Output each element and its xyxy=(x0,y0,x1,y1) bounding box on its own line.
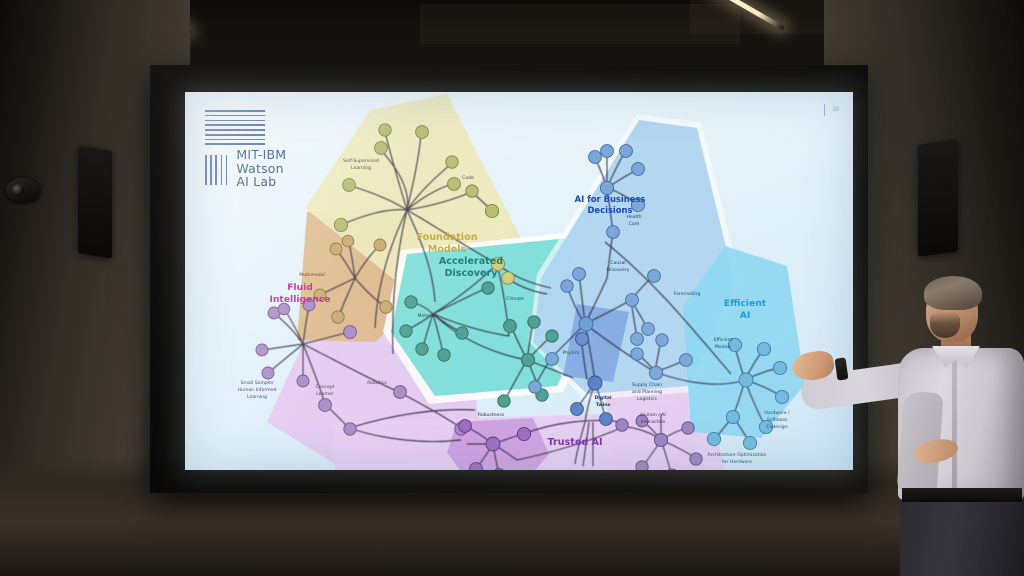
node-label-supply-chain-2: and Planning xyxy=(632,389,662,395)
nodes-ai-business-decisions xyxy=(528,144,693,394)
node-label-self-supervised-1: Self-Supervised xyxy=(343,158,379,164)
presenter-beard xyxy=(930,312,960,338)
node-label-concept-learner-1: Concept xyxy=(316,384,335,390)
nodes-foundation-models xyxy=(333,123,515,285)
region-label-efficient-line2: AI xyxy=(740,310,751,321)
region-label-trusted-ai: Trusted AI xyxy=(547,437,602,448)
node-label-arch-opt-2: for Hardware xyxy=(722,459,752,465)
region-label-business-line2: Decisions xyxy=(587,205,632,215)
node-label-concept-learner-2: Learner xyxy=(316,391,334,397)
slide-number-value: 10 xyxy=(832,107,839,113)
node-label-human-ai-2: Interaction xyxy=(641,419,666,425)
slide-number-divider xyxy=(824,104,826,116)
node-label-digital-twins-2: Twins xyxy=(596,402,611,408)
node-label-small-sample-3: Learning xyxy=(247,394,267,400)
node-label-causal-discovery-2: Discovery xyxy=(607,267,630,273)
nodes-robustness xyxy=(458,419,532,470)
region-label-efficient-line1: Efficient xyxy=(724,298,767,309)
node-label-supply-chain-3: Logistics xyxy=(637,396,657,402)
node-label-multimodal: Multimodal xyxy=(299,272,325,278)
presenter-hair xyxy=(924,276,982,310)
nodes-multimodal xyxy=(313,234,393,324)
node-label-materials: Materials xyxy=(417,313,439,319)
logo-horizontal-bars xyxy=(205,110,265,146)
region-label-foundation-models-line1: Foundation xyxy=(416,232,477,243)
node-label-digital-twins-1: Digital xyxy=(594,395,612,401)
node-label-small-sample-1: Small Sample/ xyxy=(241,380,274,386)
region-label-business-line1: AI for Business xyxy=(575,194,646,204)
nodes-efficient-ai xyxy=(706,337,790,451)
presenter-collar xyxy=(932,346,980,368)
node-label-self-supervised-2: Learning xyxy=(351,165,371,171)
nodes-digital-twins xyxy=(570,332,613,426)
node-label-supply-chain-1: Supply Chain xyxy=(632,382,662,388)
region-label-fluid-line2: Intelligence xyxy=(269,294,330,305)
nodes-accelerated-discovery xyxy=(399,281,559,408)
node-label-code: Code xyxy=(462,175,474,181)
research-concept-map: Foundation Models Fluid Intelligence Acc… xyxy=(238,94,805,470)
node-label-hw-sw-2: Software xyxy=(767,417,787,423)
node-label-hw-sw-1: Hardware / xyxy=(764,410,790,416)
node-label-climate: Climate xyxy=(506,296,524,302)
node-label-hw-sw-3: Codesign xyxy=(766,424,787,430)
presenter-belt xyxy=(902,488,1022,502)
logo-text: MIT-IBM Watson AI Lab xyxy=(236,148,286,189)
node-label-efficient-models-1: Efficient xyxy=(714,337,733,343)
logo-line-2: Watson xyxy=(236,160,284,176)
node-label-arch-opt-1: Architecture Optimization xyxy=(708,452,767,458)
logo-line-1: MIT-IBM xyxy=(236,147,287,163)
region-label-accelerated-line2: Discovery xyxy=(445,268,499,279)
nodes-human-ai-interaction xyxy=(615,414,703,470)
mit-ibm-logo: MIT-IBM Watson AI Lab xyxy=(205,110,335,189)
node-label-forecasting: Forecasting xyxy=(674,291,701,297)
presenter-legs xyxy=(900,500,1024,576)
region-label-accelerated-line1: Accelerated xyxy=(439,256,503,267)
wall-speaker-left xyxy=(78,145,112,259)
slide-number: 10 xyxy=(824,104,839,116)
node-label-causal-discovery-1: Causal xyxy=(610,260,625,266)
projection-screen[interactable]: MIT-IBM Watson AI Lab 10 xyxy=(185,92,853,470)
node-label-efficient-models-2: Models xyxy=(715,344,732,350)
node-label-health-care-1: Health xyxy=(626,214,641,220)
node-label-health-care-2: Care xyxy=(629,221,640,227)
region-label-fluid-line1: Fluid xyxy=(287,282,313,293)
node-label-robustness: Robustness xyxy=(478,412,505,418)
node-label-physics: Physics xyxy=(563,350,581,356)
logo-line-3: AI Lab xyxy=(236,174,277,190)
wall-speaker-right xyxy=(918,139,958,257)
node-label-small-sample-2: Human Informed xyxy=(238,387,277,393)
region-label-foundation-models-line2: Models xyxy=(428,244,467,255)
logo-vertical-bars xyxy=(205,155,228,186)
node-label-human-ai-1: Human / AI xyxy=(640,412,666,418)
ceiling-panel xyxy=(420,4,740,44)
node-label-robotics: Robotics xyxy=(367,380,387,386)
region-efficient-ai[interactable] xyxy=(683,246,805,438)
presenter-shirt-placket xyxy=(952,360,957,488)
ceiling-camera-icon xyxy=(6,178,40,202)
